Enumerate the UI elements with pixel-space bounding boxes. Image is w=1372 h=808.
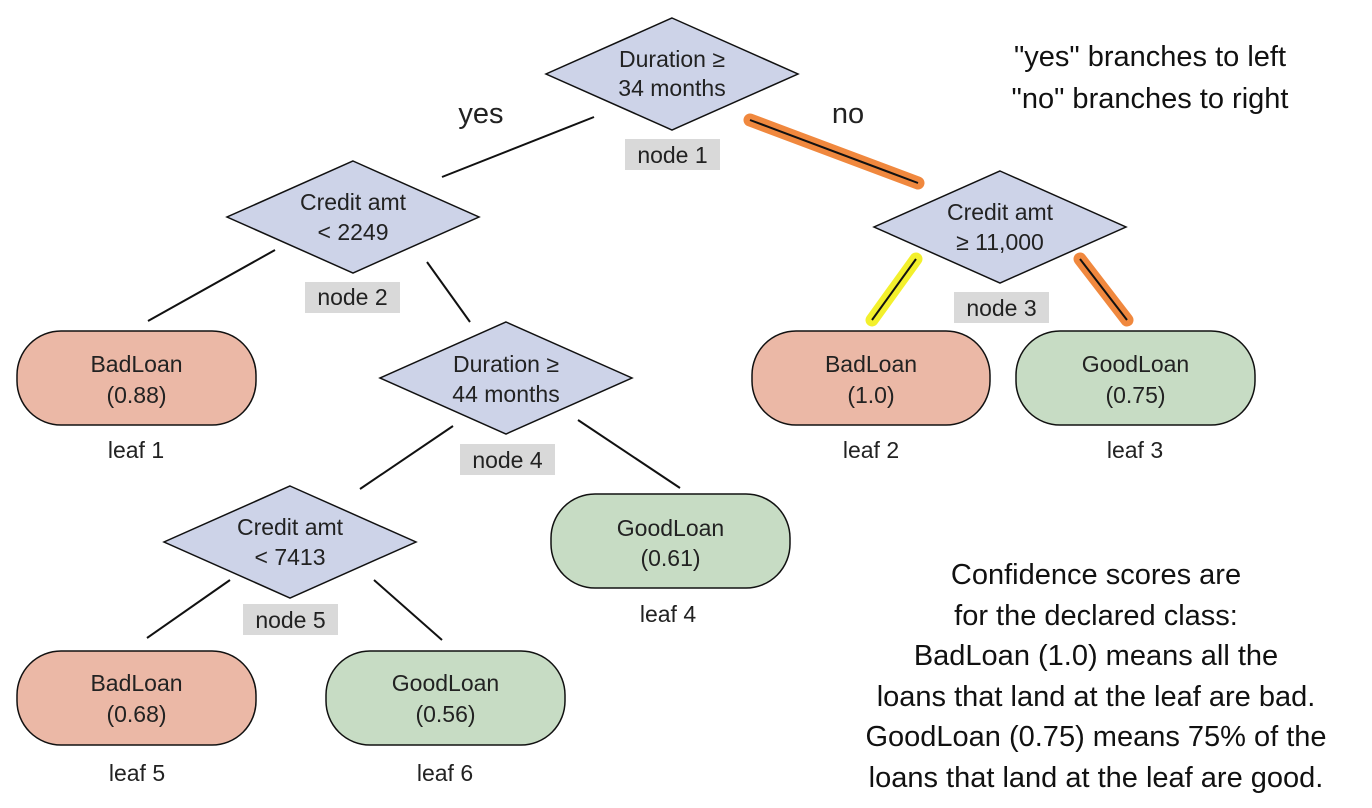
- confidence-line: loans that land at the leaf are good.: [868, 761, 1324, 794]
- edge-node5-to-leaf5: [146, 579, 231, 639]
- leaf-6: GoodLoan (0.56) leaf 6: [325, 650, 566, 786]
- node-condition-line1: Duration ≥: [453, 351, 559, 377]
- node-tag-box: [460, 444, 555, 475]
- node-condition-line2: < 2249: [318, 219, 389, 245]
- no-branch-label: no: [832, 98, 864, 130]
- edge-node2-to-node4: [426, 261, 471, 323]
- edge-node3-to-leaf3: [1079, 258, 1128, 321]
- node-tag-box: [954, 292, 1049, 323]
- leaf-box: [16, 650, 257, 746]
- node-condition-line1: Credit amt: [237, 514, 344, 540]
- node-condition-line2: ≥ 11,000: [956, 229, 1044, 255]
- leaf-score: (0.68): [106, 701, 166, 727]
- decision-diamond: [225, 160, 481, 274]
- node-condition-line2: < 7413: [255, 544, 326, 570]
- decision-diamond: [378, 321, 634, 435]
- confidence-explanation: Confidence scores are for the declared c…: [820, 555, 1372, 798]
- leaf-box: [751, 330, 991, 426]
- decision-diamond: [162, 485, 418, 599]
- node-tag: node 4: [472, 447, 543, 473]
- leaf-score: (0.75): [1105, 382, 1165, 408]
- leaf-box: [325, 650, 566, 746]
- decision-diamond: [544, 17, 800, 131]
- node-condition-line1: Credit amt: [300, 189, 407, 215]
- leaf-caption: leaf 3: [1107, 437, 1163, 463]
- decision-node-5: Credit amt < 7413 node 5: [162, 485, 418, 635]
- node-tag: node 3: [966, 295, 1036, 321]
- leaf-class: GoodLoan: [1082, 351, 1189, 377]
- leaf-caption: leaf 1: [108, 437, 164, 463]
- edge-node4-to-node5: [359, 425, 454, 490]
- decision-diamond: [872, 170, 1128, 284]
- leaf-box: [550, 493, 791, 589]
- branch-direction-legend: "yes" branches to left "no" branches to …: [960, 36, 1340, 120]
- legend-yes-line: "yes" branches to left: [1013, 41, 1287, 73]
- leaf-caption: leaf 5: [109, 760, 165, 786]
- confidence-line: loans that land at the leaf are bad.: [876, 680, 1316, 713]
- edge-node3-to-leaf2: [871, 258, 917, 321]
- yes-branch-label: yes: [458, 98, 503, 130]
- edge-node4-to-leaf4: [577, 419, 681, 489]
- leaf-4: GoodLoan (0.61) leaf 4: [550, 493, 791, 627]
- leaf-class: BadLoan: [825, 351, 917, 377]
- leaf-box: [16, 330, 257, 426]
- leaf-score: (0.61): [640, 545, 700, 571]
- edge-node5-to-leaf6: [373, 579, 443, 641]
- leaf-class: BadLoan: [90, 351, 182, 377]
- leaf-class: GoodLoan: [392, 670, 499, 696]
- tree-edges: [146, 116, 1128, 641]
- leaf-box: [1015, 330, 1256, 426]
- leaf-caption: leaf 2: [843, 437, 899, 463]
- node-condition-line1: Duration ≥: [619, 46, 725, 72]
- node-tag-box: [305, 282, 400, 313]
- node-tag: node 1: [637, 142, 707, 168]
- leaf-5: BadLoan (0.68) leaf 5: [16, 650, 257, 786]
- confidence-line: GoodLoan (0.75) means 75% of the: [865, 721, 1327, 753]
- leaf-3: GoodLoan (0.75) leaf 3: [1015, 330, 1256, 463]
- edge-node1-to-node2: [441, 116, 595, 178]
- legend-no-line: "no" branches to right: [1011, 83, 1289, 115]
- edge-node2-to-leaf1: [147, 249, 276, 322]
- edge-node1-to-node3: [749, 119, 919, 184]
- decision-node-1: Duration ≥ 34 months node 1: [544, 17, 800, 170]
- leaf-class: BadLoan: [90, 670, 182, 696]
- confidence-line: Confidence scores are: [950, 559, 1242, 591]
- node-tag: node 2: [317, 284, 387, 310]
- leaf-caption: leaf 6: [417, 760, 473, 786]
- node-tag-box: [243, 604, 338, 635]
- confidence-line: for the declared class:: [954, 599, 1238, 632]
- decision-node-3: Credit amt ≥ 11,000 node 3: [872, 170, 1128, 323]
- decision-node-2: Credit amt < 2249 node 2: [225, 160, 481, 313]
- node-condition-line2: 34 months: [618, 75, 725, 101]
- leaf-score: (0.88): [106, 382, 166, 408]
- leaf-caption: leaf 4: [640, 601, 696, 627]
- node-condition-line2: 44 months: [452, 381, 559, 407]
- node-condition-line1: Credit amt: [947, 199, 1054, 225]
- leaf-score: (1.0): [847, 382, 894, 408]
- leaf-2: BadLoan (1.0) leaf 2: [751, 330, 991, 463]
- decision-node-4: Duration ≥ 44 months node 4: [378, 321, 634, 475]
- node-tag: node 5: [255, 607, 325, 633]
- node-tag-box: [625, 139, 720, 170]
- confidence-line: BadLoan (1.0) means all the: [913, 640, 1279, 672]
- leaf-score: (0.56): [415, 701, 475, 727]
- leaf-class: GoodLoan: [617, 515, 724, 541]
- leaf-1: BadLoan (0.88) leaf 1: [16, 330, 257, 463]
